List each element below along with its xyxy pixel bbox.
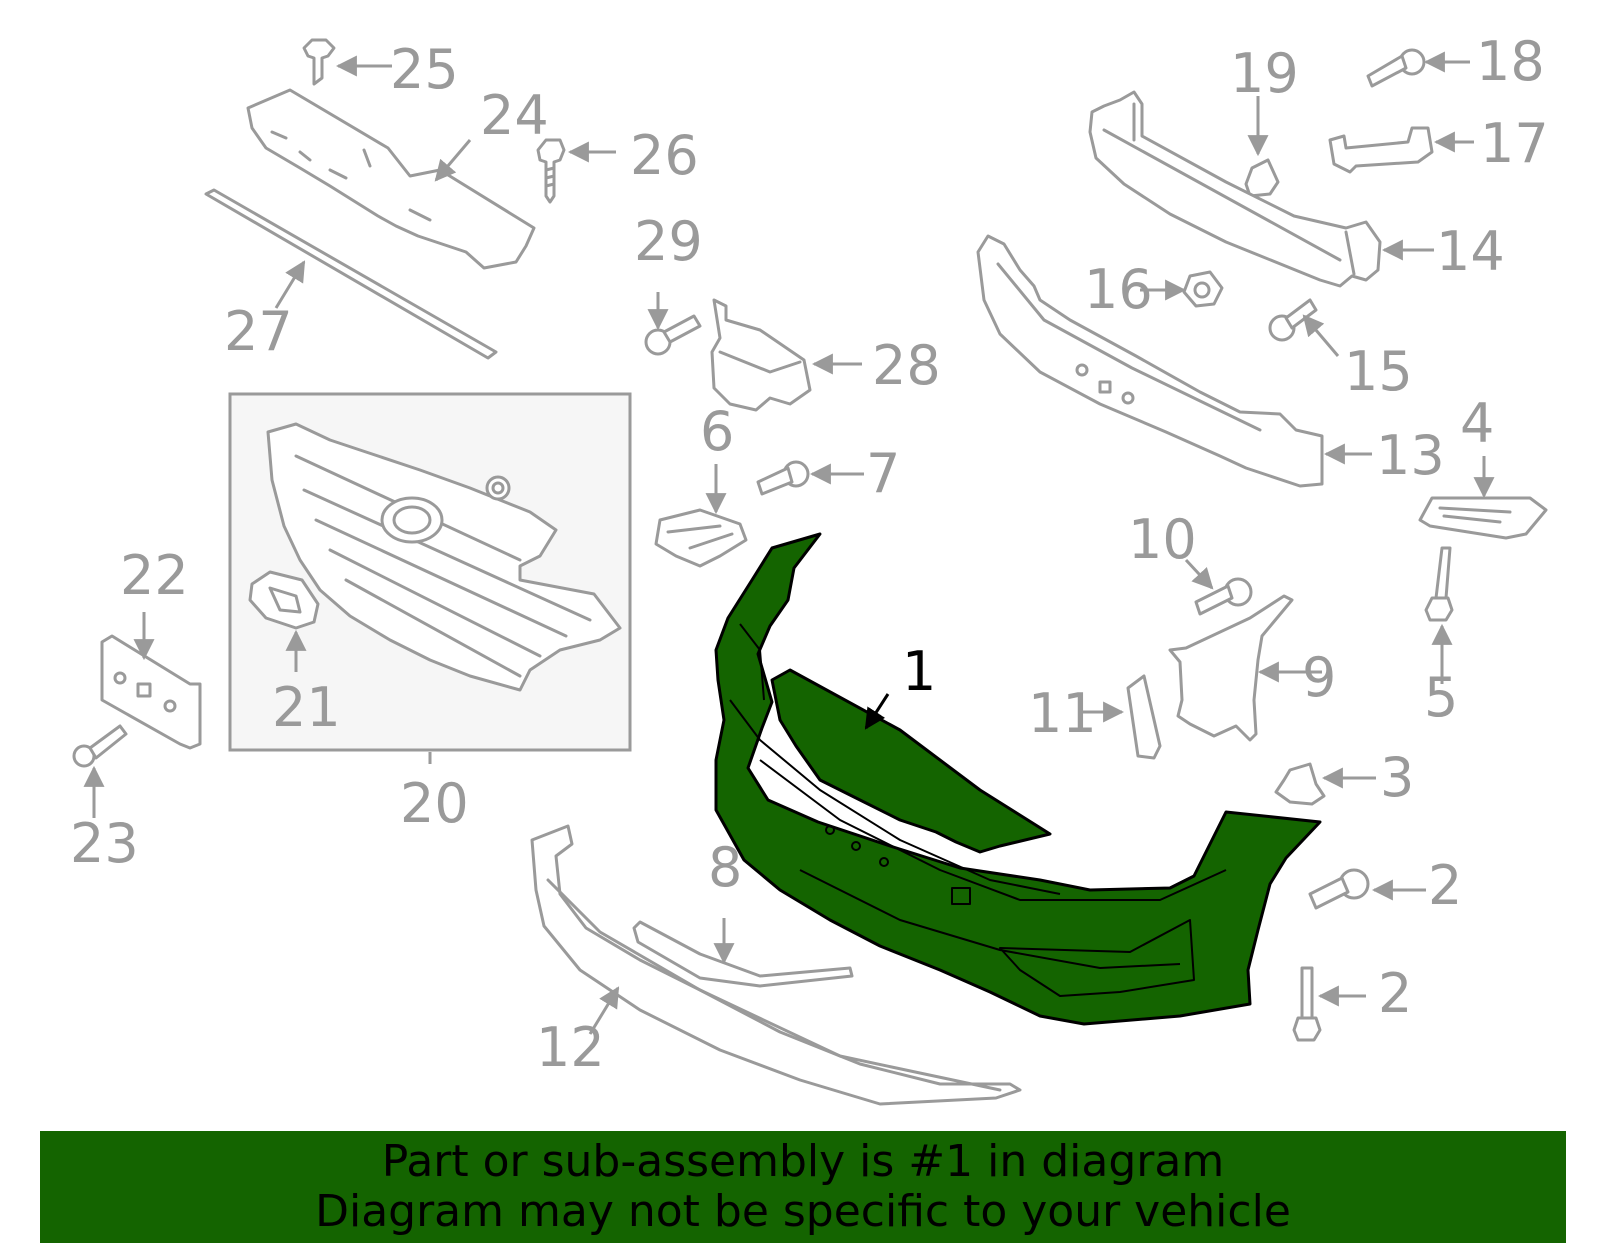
callout-label-28: 28 <box>872 334 941 397</box>
part-18-bolt <box>1366 48 1470 88</box>
callout-label-19: 19 <box>1230 42 1299 105</box>
callout-label-22: 22 <box>120 544 189 607</box>
callout-label-8: 8 <box>708 836 742 899</box>
part-22-license-bracket <box>100 612 202 750</box>
callout-label-10: 10 <box>1128 508 1197 571</box>
part-1-bumper-cover <box>714 532 1322 1026</box>
part-2-screw-upper <box>1308 868 1426 910</box>
part-4-cover <box>1418 456 1548 540</box>
banner-line-1: Part or sub-assembly is #1 in diagram <box>381 1136 1225 1187</box>
part-2-bolt-lower <box>1292 966 1366 1042</box>
part-14-beam <box>1088 90 1434 288</box>
callout-label-15: 15 <box>1344 340 1413 403</box>
part-20-grille-box <box>228 392 632 764</box>
callout-label-21: 21 <box>272 676 341 739</box>
callout-label-26: 26 <box>630 124 699 187</box>
callout-label-2: 2 <box>1378 962 1412 1025</box>
part-15-bolt <box>1268 298 1340 357</box>
callout-label-13: 13 <box>1376 424 1445 487</box>
part-labels: 1223456789101112131415161718192021222324… <box>70 30 1549 1079</box>
part-3-clip <box>1274 762 1376 806</box>
part-5-bolt <box>1424 546 1454 684</box>
part-6-bracket <box>654 464 748 568</box>
part-28-bracket <box>710 298 862 412</box>
part-17-bracket <box>1328 126 1474 174</box>
callout-label-7: 7 <box>866 442 900 505</box>
part-8-trim <box>632 918 854 988</box>
part-24-bracket <box>246 88 536 270</box>
callout-label-2: 2 <box>1428 854 1462 917</box>
part-9-side-bracket <box>1168 594 1322 742</box>
callout-label-14: 14 <box>1436 220 1505 283</box>
callout-label-18: 18 <box>1476 30 1545 93</box>
callout-label-17: 17 <box>1480 112 1549 175</box>
part-21-emblem <box>248 570 320 672</box>
callout-label-29: 29 <box>634 210 703 273</box>
part-11-reflector <box>1082 674 1162 760</box>
callout-label-23: 23 <box>70 812 139 875</box>
callout-label-4: 4 <box>1460 392 1494 455</box>
callout-label-20: 20 <box>400 772 469 835</box>
callout-label-6: 6 <box>700 400 734 463</box>
callout-label-24: 24 <box>480 84 549 147</box>
part-23-screw <box>72 724 128 818</box>
info-banner: Part or sub-assembly is #1 in diagram Di… <box>40 1131 1566 1243</box>
callout-label-27: 27 <box>224 300 293 363</box>
part-25-clip <box>302 38 392 86</box>
part-7-bolt <box>756 460 864 496</box>
callout-label-3: 3 <box>1380 746 1414 809</box>
part-12-spoiler <box>530 824 1022 1106</box>
part-13-absorber <box>976 234 1372 488</box>
callout-label-11: 11 <box>1028 682 1097 745</box>
callout-label-1: 1 <box>902 640 936 703</box>
callout-label-5: 5 <box>1424 666 1458 729</box>
part-26-bolt <box>536 138 616 204</box>
part-10-bolt <box>1184 558 1253 616</box>
callout-label-25: 25 <box>390 38 459 101</box>
callout-label-16: 16 <box>1084 258 1153 321</box>
callout-label-12: 12 <box>536 1016 605 1079</box>
part-19-clip <box>1244 96 1280 198</box>
part-16-nut <box>1140 270 1224 308</box>
part-27-strip <box>204 188 498 360</box>
part-29-bolt <box>644 292 702 356</box>
callout-label-9: 9 <box>1302 646 1336 709</box>
banner-line-2: Diagram may not be specific to your vehi… <box>315 1186 1291 1237</box>
